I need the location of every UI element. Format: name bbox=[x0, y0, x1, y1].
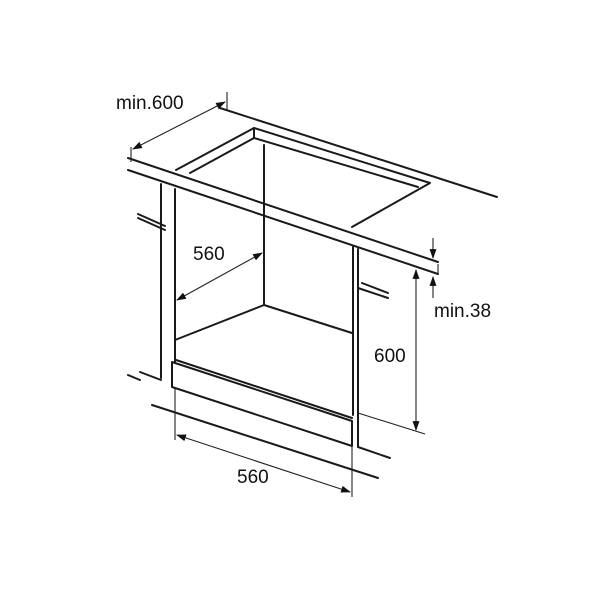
label-cavity-width: 560 bbox=[237, 467, 269, 488]
dimension-countertop-thickness bbox=[429, 238, 439, 298]
countertop bbox=[127, 107, 498, 275]
label-cavity-height: 600 bbox=[374, 346, 406, 367]
label-cavity-depth: 560 bbox=[193, 244, 225, 265]
dimension-cavity-depth bbox=[176, 252, 263, 301]
label-countertop-thickness: min.38 bbox=[434, 301, 491, 322]
dimension-cavity-height bbox=[357, 269, 426, 435]
cabinet-cavity bbox=[137, 144, 391, 459]
label-countertop-depth: min.600 bbox=[116, 93, 184, 114]
dimension-cavity-width bbox=[174, 388, 353, 497]
dimension-countertop-depth bbox=[130, 92, 228, 162]
